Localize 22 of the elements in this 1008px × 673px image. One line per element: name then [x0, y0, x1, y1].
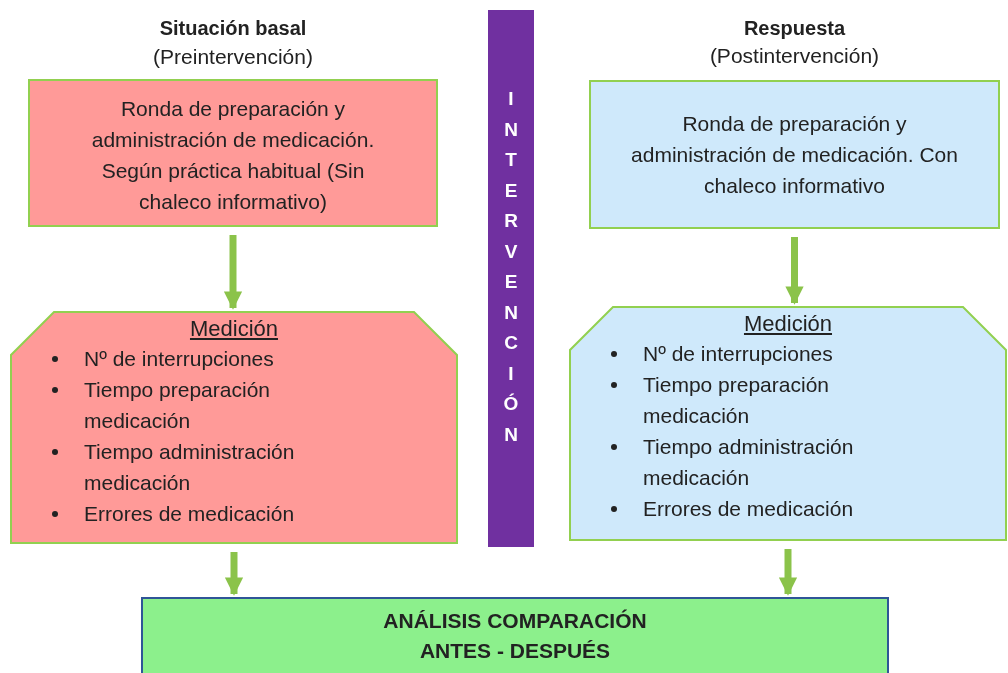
column-subheading: (Postintervención) — [708, 44, 881, 68]
box-text: Ronda de preparación y administración de medicación. Con chaleco informativo — [630, 111, 959, 199]
list-item: Tiempo preparación medicación — [643, 373, 829, 427]
box-text: Ronda de preparación y administración de medicación. Según práctica habitual (Sin chaleco informativo) — [90, 96, 376, 215]
list-item: Errores de medicación — [84, 502, 295, 525]
list-item: Nº de interrupciones — [84, 347, 274, 370]
column-heading: Respuesta — [742, 17, 847, 40]
section-heading: Medición — [188, 315, 279, 343]
measurement-panel — [10, 311, 458, 544]
section-heading: Medición — [742, 310, 833, 338]
list-item: Tiempo administración medicación — [643, 435, 854, 489]
list-item: Tiempo preparación medicación — [84, 378, 270, 432]
intervention-bar — [488, 10, 534, 547]
column-heading: Situación basal — [158, 17, 308, 40]
list-item: Errores de medicación — [643, 497, 854, 520]
column-subheading: (Preintervención) — [152, 45, 314, 69]
result-box — [141, 597, 889, 673]
list-item: Tiempo administración medicación — [84, 440, 295, 494]
vertical-label: INTERVENCIÓN — [503, 87, 519, 447]
list-item: Nº de interrupciones — [643, 342, 833, 365]
result-text: ANÁLISIS COMPARACIÓN ANTES - DESPUÉS — [382, 608, 648, 664]
measurement-panel — [569, 306, 1007, 541]
